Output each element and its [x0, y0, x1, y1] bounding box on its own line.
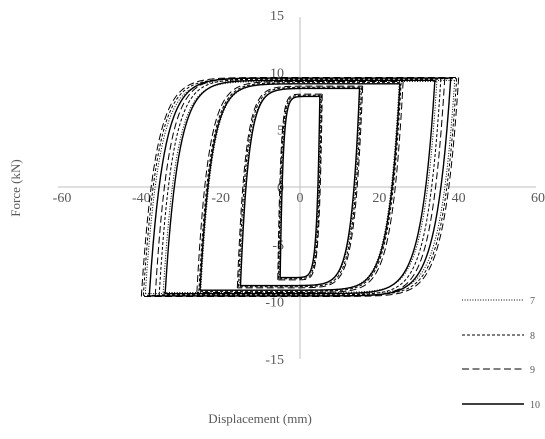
series-8-loop-4-down — [159, 79, 442, 296]
series-9-loop-1-up — [277, 93, 323, 280]
series-8-loop-2-down — [238, 87, 362, 288]
series-10-loop-2-up — [239, 87, 360, 286]
legend-label: 9 — [530, 365, 535, 376]
series-8-loop-1-up — [278, 94, 322, 279]
series-8-group — [142, 78, 458, 296]
x-tick-labels: -60 -40 -20 0 20 40 60 — [53, 191, 545, 206]
series-10-group — [148, 77, 452, 297]
series-10-loop-1-down — [280, 96, 321, 279]
x-tick-label: 0 — [297, 191, 304, 206]
series-10-loop-3-up — [199, 83, 400, 291]
series-10-loop-4-down — [165, 80, 436, 295]
series-10-loop-5-up — [148, 77, 451, 296]
series-9-loop-3-up — [196, 81, 404, 293]
series-10-loop-5-down — [149, 78, 452, 297]
legend: 7 8 9 10 — [462, 296, 540, 411]
x-tick-label: 20 — [372, 191, 386, 206]
legend-label: 8 — [530, 331, 535, 342]
series-10-loop-4-up — [164, 79, 435, 294]
axes — [58, 17, 536, 359]
plot-area — [140, 76, 460, 298]
x-tick-label: -40 — [132, 191, 151, 206]
series-8-loop-4-up — [158, 78, 441, 295]
series-9-loop-3-down — [196, 81, 404, 293]
series-8-loop-2-up — [238, 86, 362, 287]
y-axis-title: Force (kN) — [8, 159, 23, 216]
x-tick-label: 40 — [452, 191, 466, 206]
series-10-loop-3-down — [200, 83, 401, 291]
legend-label: 7 — [530, 296, 535, 307]
series-8-loop-1-down — [278, 95, 322, 280]
y-tick-label: 15 — [270, 9, 284, 24]
y-tick-label: -15 — [265, 353, 284, 368]
series-8-loop-3-up — [198, 82, 402, 292]
series-10-loop-2-down — [240, 88, 361, 287]
series-9-loop-2-up — [236, 85, 363, 288]
x-tick-label: 60 — [531, 191, 545, 206]
series-8-loop-3-down — [198, 82, 402, 292]
y-tick-label: -10 — [265, 296, 284, 311]
series-9-loop-2-down — [237, 86, 364, 289]
series-9-loop-1-down — [277, 94, 323, 281]
y-tick-label: 5 — [277, 124, 284, 139]
series-10-loop-1-up — [279, 95, 320, 278]
x-axis-title: Displacement (mm) — [208, 411, 312, 426]
x-tick-label: -20 — [211, 191, 230, 206]
x-tick-label: -60 — [53, 191, 72, 206]
legend-label: 10 — [530, 400, 540, 411]
